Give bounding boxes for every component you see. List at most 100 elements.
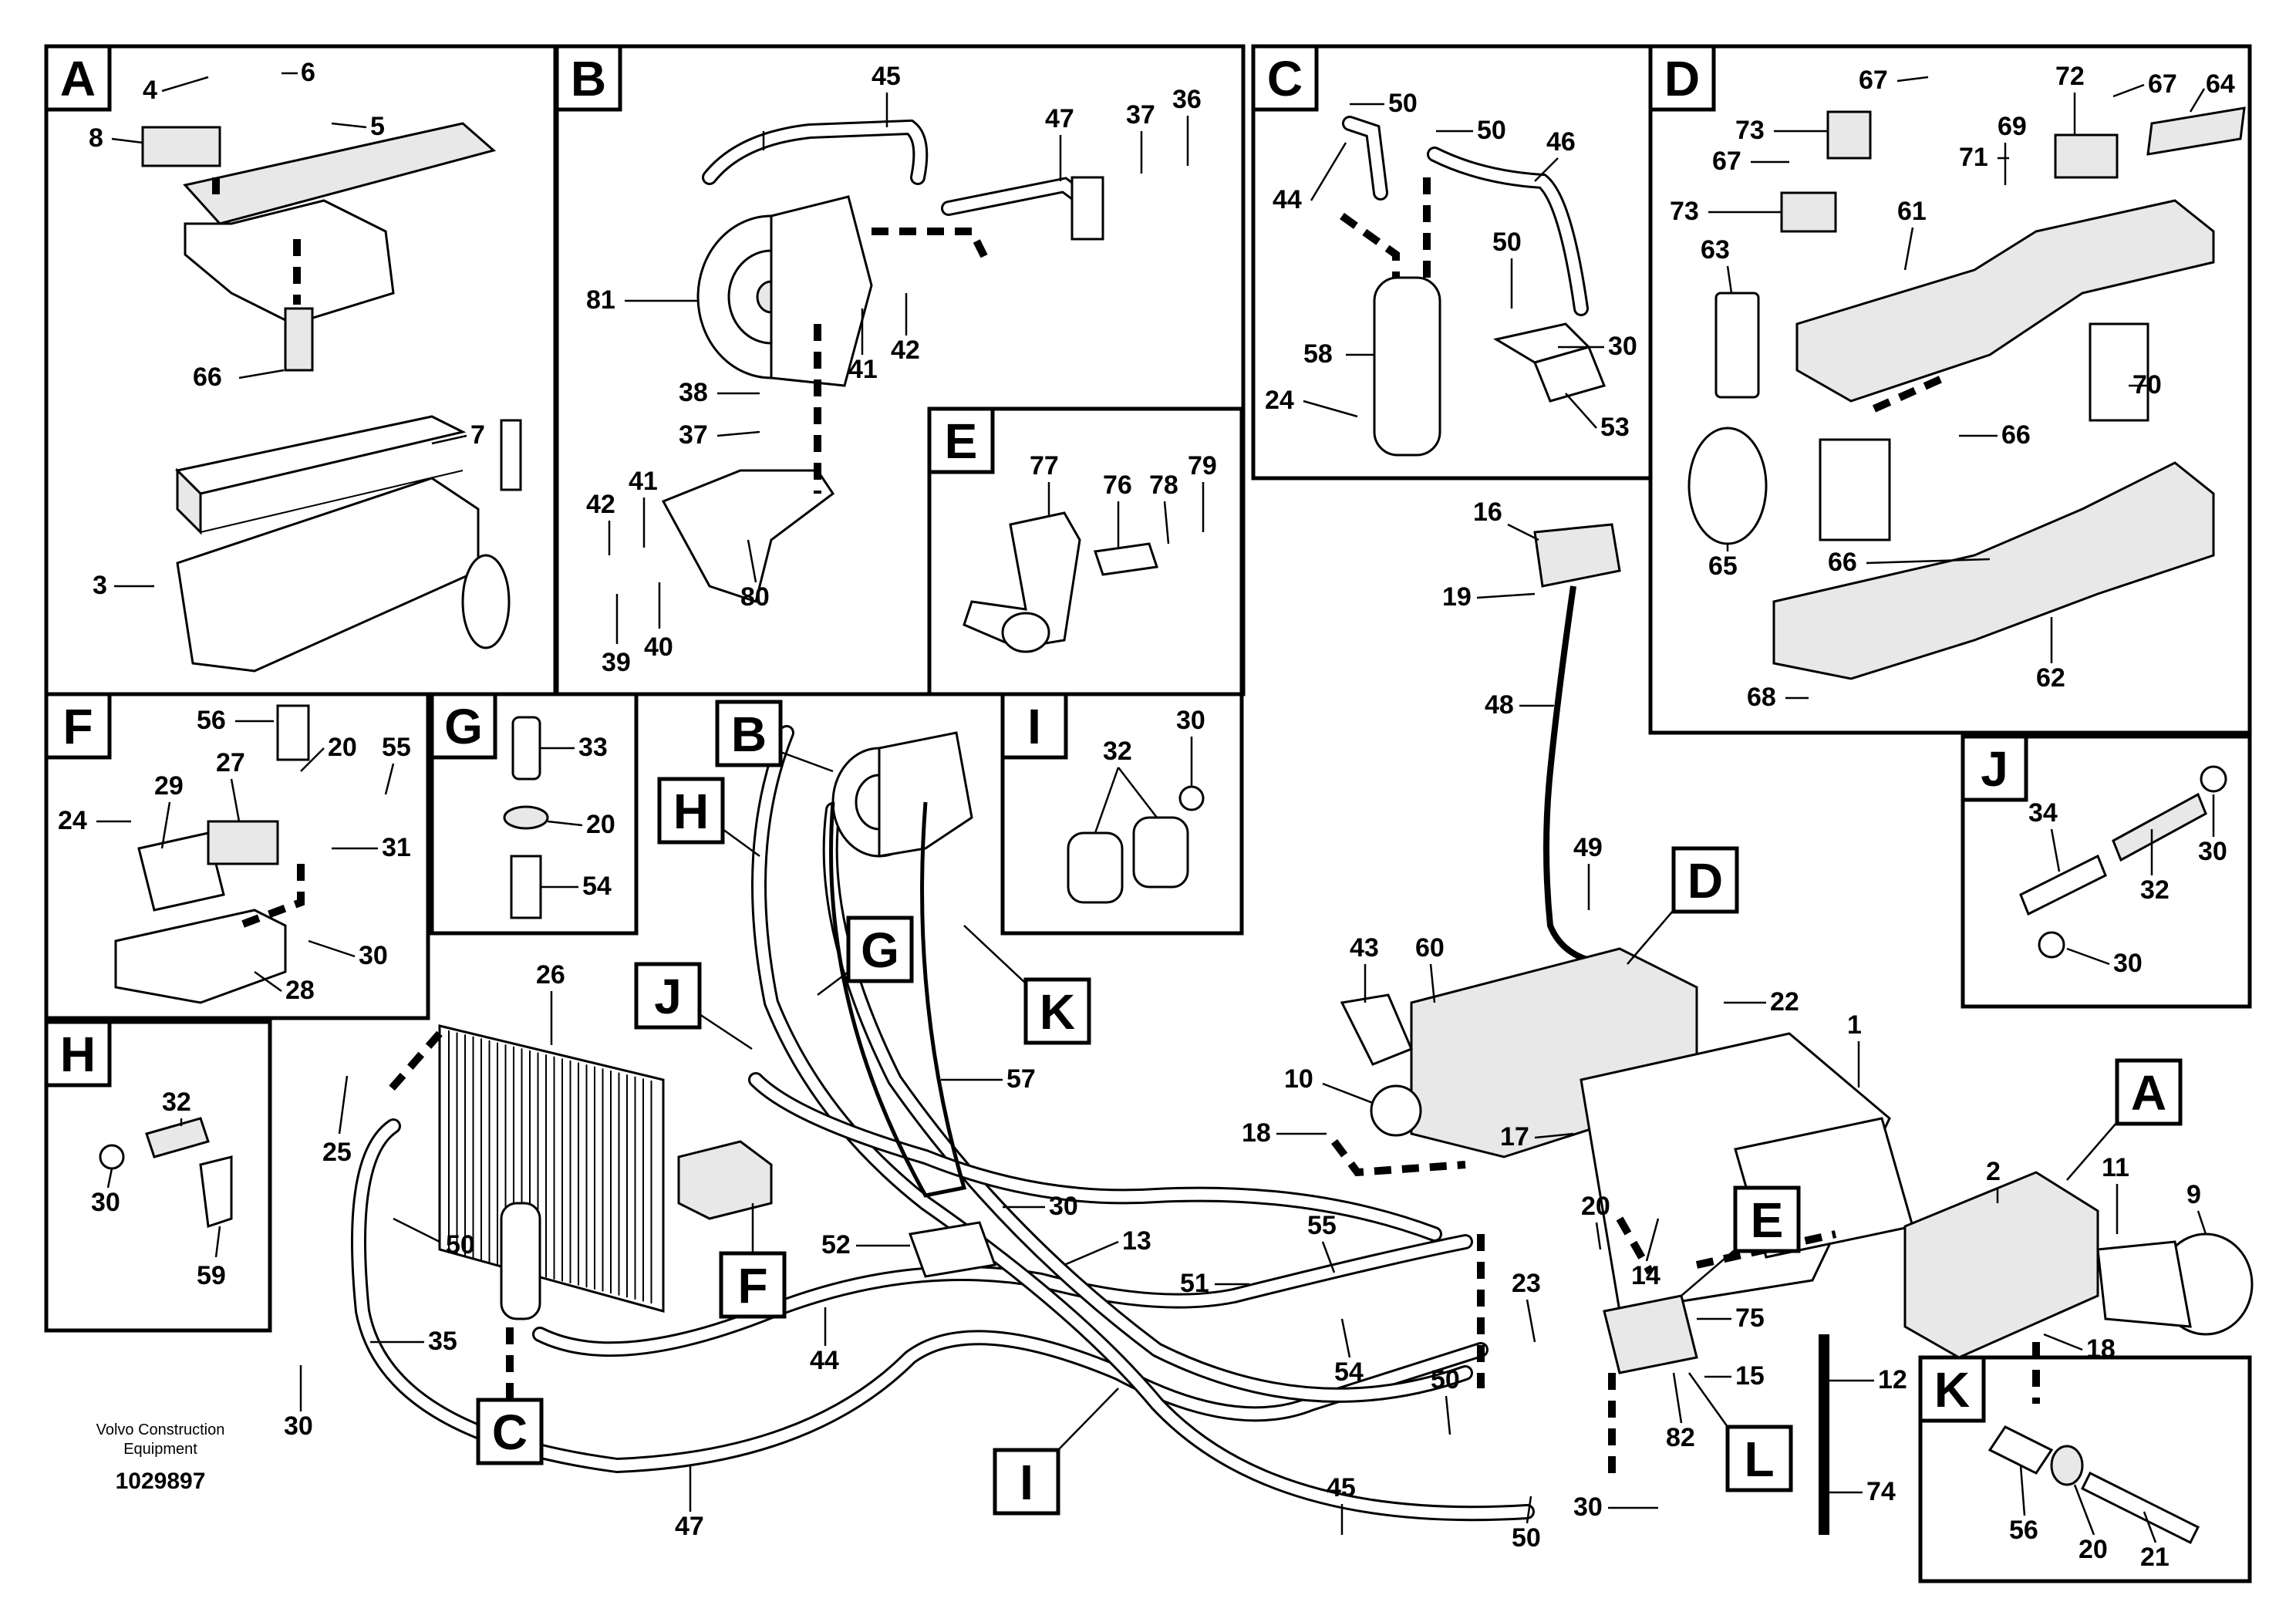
label-49: 49 xyxy=(1573,833,1603,862)
main-switch-bracket xyxy=(677,1140,773,1220)
label-44: 44 xyxy=(1273,185,1302,214)
label-27: 27 xyxy=(216,748,245,777)
grille-66 xyxy=(1819,438,1891,541)
clamp-32b xyxy=(1132,816,1189,889)
label-9: 9 xyxy=(2186,1180,2201,1209)
callout-a: A xyxy=(2131,1065,2166,1121)
panel-c-letter-box xyxy=(1251,44,1319,112)
label-55: 55 xyxy=(382,733,411,762)
panel-e-bracket: E 77 76 78 79 xyxy=(927,406,1244,696)
document-number: 1029897 xyxy=(116,1469,206,1494)
callout-d-box xyxy=(1671,846,1739,914)
label-58: 58 xyxy=(1303,339,1333,369)
label-59: 59 xyxy=(197,1261,226,1290)
label-76: 76 xyxy=(1103,470,1132,500)
label-24: 24 xyxy=(1265,386,1294,415)
bracket-28 xyxy=(114,909,287,1004)
callout-e-box xyxy=(1733,1185,1801,1253)
label-15: 15 xyxy=(1735,1361,1765,1391)
label-7: 7 xyxy=(470,420,485,450)
label-45: 45 xyxy=(872,62,901,91)
lower-air-duct xyxy=(1772,461,2215,680)
label-74: 74 xyxy=(1866,1477,1896,1506)
panel-c-receiver-dryer: C 50 50 46 44 50 58 30 24 53 xyxy=(1251,44,1691,481)
ring-65 xyxy=(1687,427,1768,545)
part-73b xyxy=(1826,110,1872,160)
bracket-59 xyxy=(199,1155,233,1229)
label-31: 31 xyxy=(382,833,411,862)
label-20b: 20 xyxy=(586,810,615,839)
label-25: 25 xyxy=(322,1138,352,1167)
part-8-box xyxy=(141,126,221,167)
label-30n: 30 xyxy=(1049,1192,1078,1221)
clamp-32a xyxy=(1067,831,1124,904)
callout-g-box xyxy=(846,916,914,983)
callout-d: D xyxy=(1687,853,1723,909)
duct-43 xyxy=(1340,993,1413,1066)
label-44m: 44 xyxy=(810,1346,839,1375)
panel-d-air-ducts: D 67 73 67 73 63 69 71 61 72 67 64 xyxy=(1648,44,2252,735)
panel-i-letter-box xyxy=(1000,692,1068,760)
callout-a-box xyxy=(2115,1058,2183,1126)
receiver-dryer xyxy=(1373,276,1441,457)
main-air-filter-box xyxy=(1903,1171,2099,1359)
label-30f: 30 xyxy=(2113,949,2143,978)
callout-b-box xyxy=(715,700,783,767)
panel-i-clamps: I 32 30 xyxy=(1000,692,1244,936)
label-41: 41 xyxy=(848,355,878,384)
main-assembly: B H G J K F C I D E L A 26 xyxy=(96,497,2254,1553)
callout-j-box xyxy=(634,962,702,1030)
filter-strip xyxy=(500,419,522,491)
label-52: 52 xyxy=(821,1230,851,1259)
main-receiver-dryer xyxy=(500,1202,541,1320)
label-32b: 32 xyxy=(1103,737,1132,766)
brand-line-1: Volvo Construction xyxy=(96,1421,225,1438)
label-36: 36 xyxy=(1172,85,1202,114)
part-73a xyxy=(1780,191,1837,233)
panel-d-letter: D xyxy=(1664,51,1700,106)
label-72: 72 xyxy=(2055,62,2085,91)
label-64: 64 xyxy=(2206,69,2235,99)
label-56k: 56 xyxy=(2009,1516,2038,1545)
label-10: 10 xyxy=(1284,1064,1313,1094)
label-20: 20 xyxy=(328,733,357,762)
label-35: 35 xyxy=(428,1327,457,1356)
vent-63 xyxy=(1714,292,1760,399)
callout-l-box xyxy=(1725,1425,1793,1492)
label-16: 16 xyxy=(1473,497,1502,527)
panel-g-letter: G xyxy=(444,699,483,754)
label-38: 38 xyxy=(679,378,708,407)
callout-i: I xyxy=(1020,1455,1033,1510)
label-18: 18 xyxy=(1242,1118,1271,1148)
label-30m: 30 xyxy=(284,1411,313,1441)
part-64 xyxy=(2146,106,2246,156)
label-57: 57 xyxy=(1006,1064,1036,1094)
label-5: 5 xyxy=(370,112,385,141)
label-45m: 45 xyxy=(1327,1473,1356,1502)
callout-g: G xyxy=(861,922,899,978)
label-78: 78 xyxy=(1149,470,1178,500)
panel-k-letter: K xyxy=(1934,1362,1970,1418)
label-50c: 50 xyxy=(1492,228,1522,257)
label-26: 26 xyxy=(536,960,565,990)
label-30e: 30 xyxy=(2198,837,2227,866)
label-65: 65 xyxy=(1708,551,1738,581)
label-54m: 54 xyxy=(1334,1357,1364,1387)
panel-d-letter-box xyxy=(1648,44,1716,112)
label-66e: 66 xyxy=(1828,548,1857,577)
callout-c: C xyxy=(492,1404,528,1460)
panel-g-fitting: G 33 20 54 xyxy=(430,692,639,936)
brand-line-2: Equipment xyxy=(123,1441,197,1458)
panel-f-pressure-switch: F 56 20 55 27 29 24 31 30 28 xyxy=(44,692,430,1020)
compressor-bracket xyxy=(661,469,835,603)
label-8: 8 xyxy=(89,123,103,153)
label-42: 42 xyxy=(891,336,920,365)
valve-block-82 xyxy=(1603,1294,1698,1374)
label-41b: 41 xyxy=(629,467,658,496)
label-21: 21 xyxy=(2140,1543,2170,1572)
upper-air-duct xyxy=(1795,199,2215,403)
panel-b-letter: B xyxy=(571,51,606,106)
label-43: 43 xyxy=(1350,933,1379,963)
panel-e-letter-box xyxy=(927,406,995,474)
label-33: 33 xyxy=(578,733,608,762)
